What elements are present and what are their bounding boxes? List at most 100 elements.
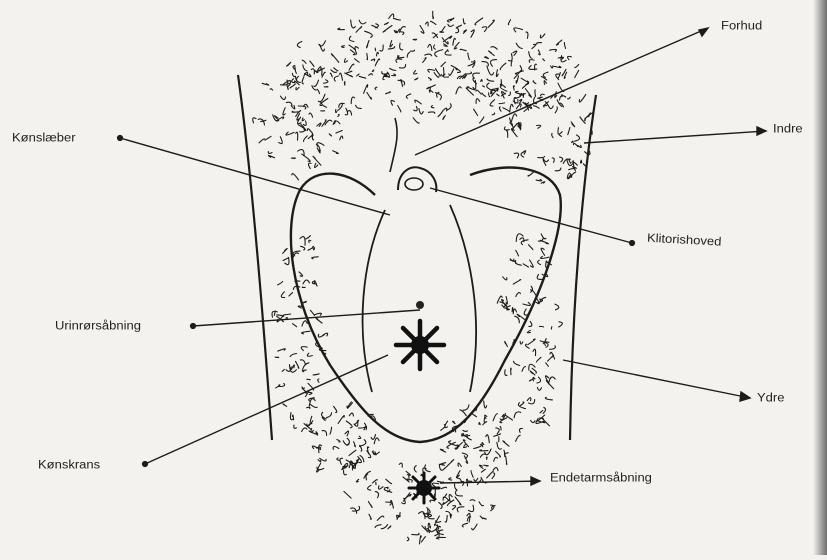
hair-stroke (467, 479, 472, 481)
hair-stroke (300, 237, 305, 246)
hair-stroke (523, 264, 528, 267)
hair-stroke (581, 160, 582, 163)
hair-stroke (558, 73, 560, 79)
hair-stroke (431, 21, 436, 24)
hair-stroke (488, 20, 494, 27)
hair-stroke (579, 94, 586, 102)
hair-stroke (360, 440, 366, 447)
hair-stroke (286, 102, 292, 105)
hair-stroke (317, 89, 319, 93)
hair-stroke (536, 179, 542, 181)
hair-stroke (515, 71, 523, 74)
dot-kaenskrans (143, 462, 148, 467)
hair-stroke (511, 114, 516, 122)
hair-stroke (449, 478, 452, 480)
hair-stroke (463, 430, 468, 431)
hair-stroke (492, 113, 494, 115)
hair-stroke (543, 59, 545, 61)
hair-stroke (538, 260, 541, 264)
hair-stroke (497, 94, 499, 96)
hair-stroke (350, 50, 355, 55)
leader-urinroersaabning (193, 310, 420, 326)
hair-stroke (336, 131, 342, 134)
hair-stroke (303, 65, 307, 71)
hair-stroke (297, 42, 302, 48)
hair-stroke (575, 135, 580, 141)
hair-stroke (537, 43, 542, 45)
hair-stroke (435, 490, 436, 497)
hair-stroke (349, 64, 354, 70)
hair-stroke (484, 465, 489, 466)
hair-stroke (571, 122, 575, 127)
hair-stroke (521, 78, 529, 82)
hair-stroke (360, 456, 364, 462)
hair-stroke (356, 479, 358, 482)
hair-stroke (497, 442, 501, 449)
hair-stroke (390, 69, 396, 71)
hair-stroke (560, 157, 563, 162)
dot-klitorishoved (630, 241, 635, 246)
hair-stroke (481, 469, 485, 472)
hair-stroke (302, 287, 305, 288)
hair-stroke (514, 412, 521, 418)
hair-stroke (463, 405, 469, 410)
hair-stroke (441, 27, 445, 33)
hair-stroke (406, 94, 410, 98)
hair-stroke (506, 457, 507, 465)
hair-stroke (537, 377, 541, 383)
hair-stroke (543, 407, 546, 413)
hair-stroke (383, 26, 392, 33)
hair-stroke (550, 346, 556, 350)
hair-stroke (427, 85, 436, 89)
hair-stroke (540, 240, 548, 243)
hair-stroke (298, 117, 301, 123)
hair-stroke (292, 365, 295, 369)
hair-stroke (309, 399, 315, 407)
hair-stroke (523, 151, 526, 155)
hair-stroke (338, 28, 345, 29)
hair-stroke (473, 73, 480, 78)
hair-stroke (289, 293, 293, 296)
hair-stroke (458, 463, 461, 467)
hair-stroke (338, 416, 344, 424)
hair-stroke (292, 174, 299, 180)
hair-stroke (391, 100, 394, 105)
hair-stroke (259, 139, 265, 143)
hair-stroke (568, 128, 570, 135)
arrowhead-forhud (699, 28, 708, 36)
hair-stroke (531, 420, 535, 422)
hair-stroke (375, 492, 378, 498)
hair-stroke (502, 414, 504, 417)
hair-stroke (355, 47, 358, 54)
hair-stroke (552, 133, 553, 137)
hair-stroke (312, 257, 319, 259)
hair-stroke (278, 349, 286, 351)
hair-stroke (338, 114, 339, 116)
hair-stroke (541, 182, 545, 184)
hair-stroke (530, 260, 534, 267)
hair-stroke (572, 141, 574, 142)
hair-stroke (293, 251, 300, 256)
hair-stroke (333, 447, 339, 450)
hair-stroke (528, 339, 535, 345)
hair-stroke (505, 453, 508, 457)
hair-stroke (336, 110, 337, 113)
hair-stroke (441, 68, 444, 76)
hair-stroke (302, 428, 307, 432)
hair-stroke (474, 109, 478, 115)
hair-stroke (308, 392, 312, 394)
hair-stroke (298, 106, 306, 109)
hair-stroke (299, 272, 303, 276)
hair-stroke (302, 60, 306, 63)
hair-stroke (525, 89, 531, 98)
hair-stroke (296, 361, 299, 368)
hair-stroke (520, 66, 522, 71)
hair-stroke (443, 116, 445, 120)
hair-stroke (453, 421, 456, 423)
hair-stroke (397, 56, 404, 58)
hair-stroke (310, 404, 317, 407)
hair-stroke (437, 537, 445, 538)
hair-stroke (282, 369, 284, 371)
hair-stroke (309, 113, 313, 117)
hair-stroke (384, 23, 388, 25)
